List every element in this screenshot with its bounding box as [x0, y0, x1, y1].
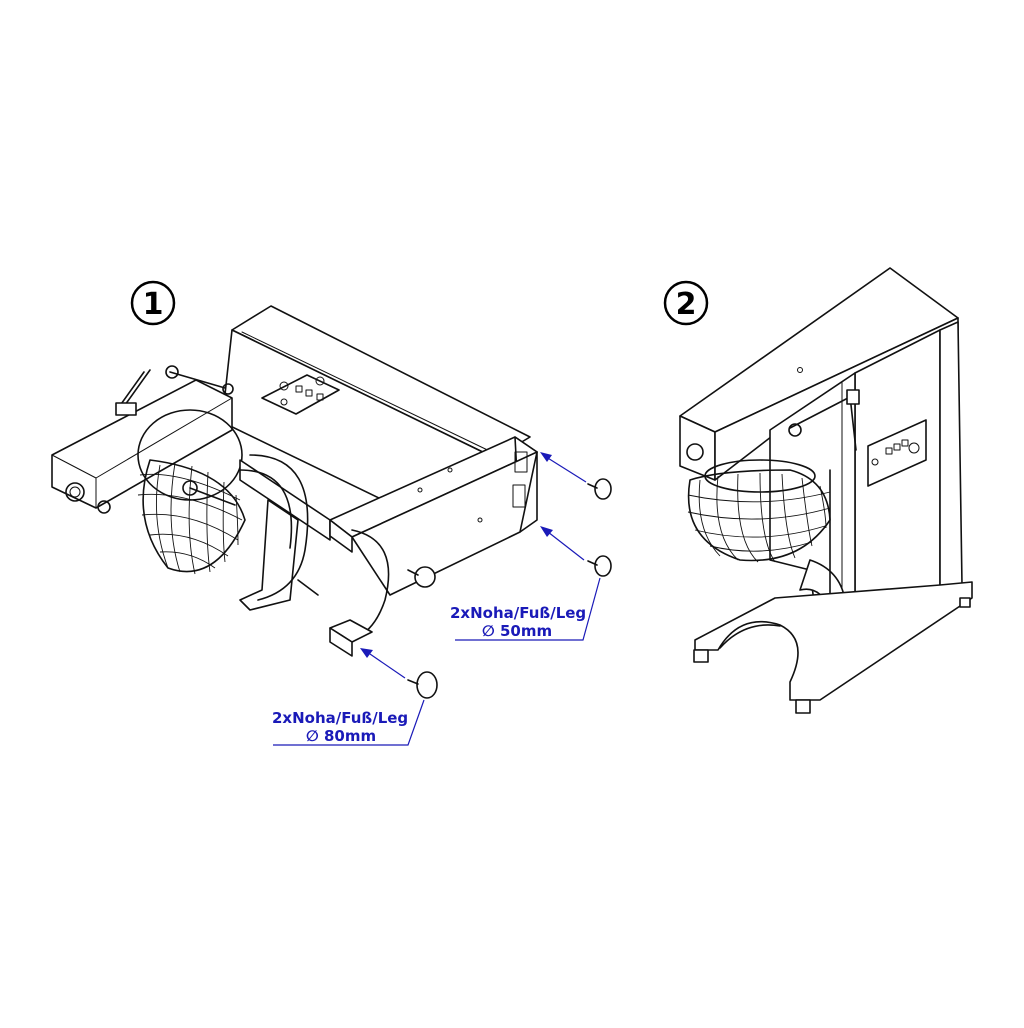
step-1-number: 1 [143, 287, 164, 322]
lift-lever [118, 369, 151, 408]
rear-foot [959, 597, 971, 608]
callout-50mm-qty: 2xNoha/Fuß/Leg [450, 604, 586, 622]
callout-80mm-qty: 2xNoha/Fuß/Leg [272, 709, 408, 727]
callout-80mm: 2xNoha/Fuß/Leg ∅ 80mm [272, 699, 425, 746]
lock-handle [169, 371, 226, 389]
mixer-lying-view [51, 305, 538, 657]
base-frame [694, 581, 973, 701]
lock-handle-2 [789, 395, 857, 451]
callout-50mm-diameter-symbol: ∅ [482, 622, 495, 640]
front-right-foot [795, 699, 811, 714]
step-1-badge: 1 [130, 280, 176, 326]
callout-80mm-size: 80mm [324, 727, 376, 745]
leg-small-bottom [540, 526, 612, 577]
callout-50mm: 2xNoha/Fuß/Leg ∅ 50mm [450, 577, 601, 641]
callout-80mm-diameter-symbol: ∅ [306, 727, 319, 745]
control-panel-2 [867, 419, 927, 487]
leg-foot-icon [594, 478, 612, 500]
installed-leg [414, 566, 436, 588]
leg-large [360, 648, 438, 699]
head-plug [65, 482, 85, 502]
step-2-circle [663, 280, 709, 326]
leg-small-top [540, 452, 612, 500]
step-2-badge: 2 [663, 280, 709, 326]
head-plug-2 [686, 443, 704, 461]
step-2-number: 2 [676, 287, 697, 322]
bowl-arm [239, 499, 299, 611]
mixer-standing-view [679, 267, 973, 714]
callout-50mm-size: 50mm [500, 622, 552, 640]
bowl-ring [137, 409, 243, 501]
whisk-basket [137, 459, 246, 575]
step-1-circle [130, 280, 176, 326]
column-edge [939, 321, 963, 601]
base-side-plate [351, 451, 538, 596]
front-left-foot [693, 649, 709, 663]
